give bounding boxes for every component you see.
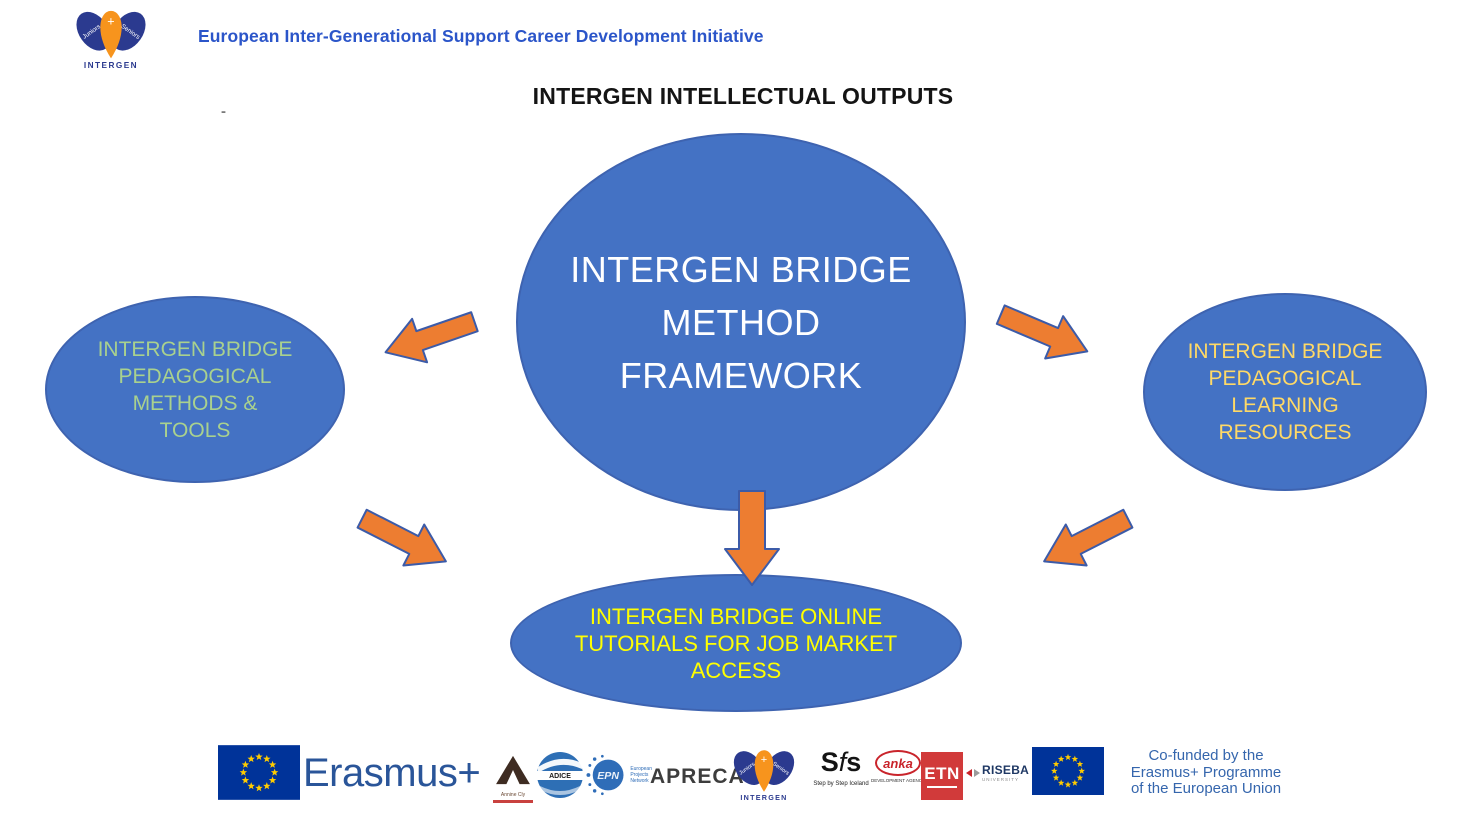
node-online-tutorials: INTERGEN BRIDGE ONLINE TUTORIALS FOR JOB… xyxy=(510,574,962,712)
epn-caption: European Projects Network xyxy=(630,766,652,784)
adice-globe-icon: ADICE xyxy=(537,752,583,798)
riseba-emblem-icon xyxy=(966,768,980,777)
text-line: RESOURCES xyxy=(1218,421,1352,444)
triangle-a-icon xyxy=(496,755,530,785)
partner-triangle-tagline-bar xyxy=(493,800,533,803)
erasmus-plus-wordmark: Erasmus+ xyxy=(303,751,481,795)
logo-plus-icon: + xyxy=(107,14,114,28)
page-title: INTERGEN INTELLECTUAL OUTPUTS xyxy=(532,83,954,109)
partner-logo-riseba: RISEBA UNIVERSITY xyxy=(966,763,1030,782)
cofunded-statement: Co-funded by the Erasmus+ Programme of t… xyxy=(1112,747,1300,798)
etn-wordmark: ETN xyxy=(924,764,960,783)
text-line: INTERGEN BRIDGE xyxy=(1187,340,1383,363)
epn-caption-line: European xyxy=(630,766,652,772)
arrow-right-to-bottom-node xyxy=(1031,495,1142,586)
partner-logo-apreca: APRECA xyxy=(650,765,745,788)
node-method-framework-text: INTERGEN BRIDGE METHOD FRAMEWORK xyxy=(570,243,912,402)
anka-caption: DEVELOPMENT AGENCY xyxy=(871,778,925,783)
partner-logo-anka: anka DEVELOPMENT AGENCY xyxy=(870,750,926,784)
node-pedagogical-methods-tools-text: INTERGEN BRIDGE PEDAGOGICAL METHODS & TO… xyxy=(98,336,293,444)
etn-underline xyxy=(927,786,957,788)
text-line: FRAMEWORK xyxy=(619,354,863,396)
logo-orange-pin xyxy=(100,10,122,59)
cofunded-line: Erasmus+ Programme xyxy=(1130,763,1282,781)
arrow-to-right-node xyxy=(989,290,1100,376)
text-line: TUTORIALS FOR JOB MARKET xyxy=(574,630,898,656)
logo-plus-icon: + xyxy=(761,754,767,766)
partner-logo-epn: EPN European Projects Network xyxy=(586,753,652,797)
adice-label: ADICE xyxy=(549,773,571,780)
text-line: LEARNING xyxy=(1231,394,1339,417)
logo-orange-pin xyxy=(754,750,774,792)
logo-wordmark: INTERGEN xyxy=(740,793,787,802)
riseba-caption: UNIVERSITY xyxy=(982,777,1020,782)
sfs-letter: S xyxy=(820,747,839,777)
text-line: INTERGEN BRIDGE xyxy=(570,248,912,290)
partner-triangle-label: Annine Cly xyxy=(500,792,526,798)
node-pedagogical-learning-resources: INTERGEN BRIDGE PEDAGOGICAL LEARNING RES… xyxy=(1143,293,1427,491)
intergen-logo: Juniors Seniors + INTERGEN xyxy=(76,10,146,70)
riseba-text: RISEBA UNIVERSITY xyxy=(982,763,1029,782)
epn-caption-line: Projects xyxy=(630,772,649,778)
riseba-wordmark: RISEBA xyxy=(982,763,1030,777)
arrow-center-to-bottom-node xyxy=(722,489,782,587)
stray-dash: - xyxy=(221,103,226,120)
arrow-icon xyxy=(377,298,483,376)
sfs-letter: s xyxy=(846,747,862,777)
arrow-left-to-bottom-node xyxy=(349,495,460,586)
node-online-tutorials-text: INTERGEN BRIDGE ONLINE TUTORIALS FOR JOB… xyxy=(575,603,897,684)
cofunded-line: of the European Union xyxy=(1130,780,1282,797)
sfs-wordmark: Sfs xyxy=(810,747,872,778)
cofunded-line: Co-funded by the xyxy=(1148,747,1264,764)
partner-logo-adice: ADICE xyxy=(536,750,584,805)
node-method-framework: INTERGEN BRIDGE METHOD FRAMEWORK xyxy=(516,133,966,511)
eu-flag-icon xyxy=(1032,747,1104,795)
partner-logo-triangle: Annine Cly xyxy=(486,754,540,803)
text-line: PEDAGOGICAL xyxy=(118,364,272,388)
node-pedagogical-learning-resources-text: INTERGEN BRIDGE PEDAGOGICAL LEARNING RES… xyxy=(1188,338,1383,446)
logo-wordmark: INTERGEN xyxy=(84,61,138,70)
arrow-down-icon xyxy=(724,490,780,586)
text-line: INTERGEN BRIDGE xyxy=(97,337,293,361)
partner-logo-intergen: Juniors Seniors + INTERGEN xyxy=(733,750,795,802)
arrow-icon xyxy=(990,292,1098,374)
text-line: TOOLS xyxy=(159,418,231,442)
text-line: INTERGEN BRIDGE ONLINE xyxy=(589,603,883,629)
epn-label: EPN xyxy=(597,770,619,782)
arrow-icon xyxy=(1032,497,1140,583)
eu-flag-icon xyxy=(218,745,300,800)
partner-logo-etn: ETN xyxy=(921,752,963,800)
text-line: METHOD xyxy=(661,301,821,343)
partner-logo-sfs: Sfs Step by Step Iceland xyxy=(810,747,872,787)
header-title: European Inter-Generational Support Care… xyxy=(198,26,764,46)
text-line: METHODS & xyxy=(132,391,258,415)
sfs-caption: Step by Step Iceland xyxy=(813,781,869,787)
epn-caption-line: Network xyxy=(630,778,649,784)
arrow-icon xyxy=(350,497,458,583)
arrow-to-left-node xyxy=(375,296,485,377)
anka-oval: anka xyxy=(875,750,921,776)
sfs-letter: f xyxy=(838,747,847,777)
text-line: ACCESS xyxy=(690,657,782,683)
epn-circle-icon: EPN xyxy=(586,754,624,796)
node-pedagogical-methods-tools: INTERGEN BRIDGE PEDAGOGICAL METHODS & TO… xyxy=(45,296,345,483)
anka-wordmark: anka xyxy=(883,755,913,771)
text-line: PEDAGOGICAL xyxy=(1208,367,1362,390)
